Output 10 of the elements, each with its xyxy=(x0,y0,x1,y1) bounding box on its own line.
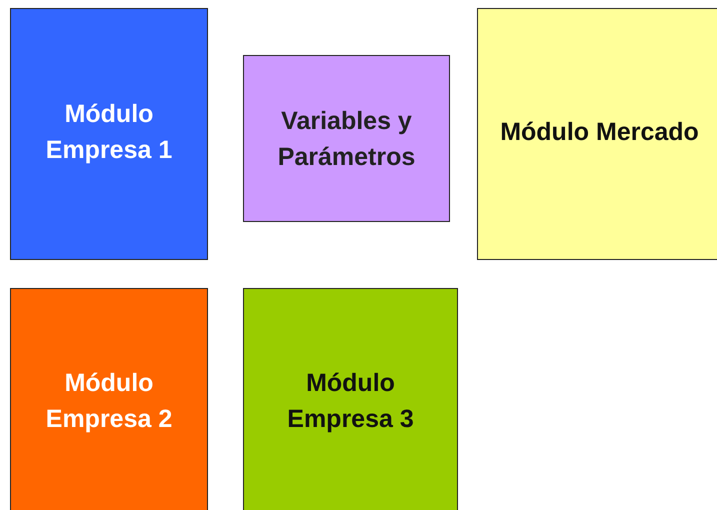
module-label: Módulo Empresa 1 xyxy=(44,99,174,166)
module-label: Módulo Mercado xyxy=(499,117,700,148)
module-box xyxy=(243,55,450,222)
module-box xyxy=(243,288,458,510)
module-label: Variables y Parámetros xyxy=(276,106,416,172)
module-box xyxy=(10,8,208,260)
module-label: Módulo Empresa 3 xyxy=(286,368,415,435)
module-box xyxy=(477,8,717,260)
module-box xyxy=(10,288,208,510)
module-label: Módulo Empresa 2 xyxy=(44,368,174,435)
